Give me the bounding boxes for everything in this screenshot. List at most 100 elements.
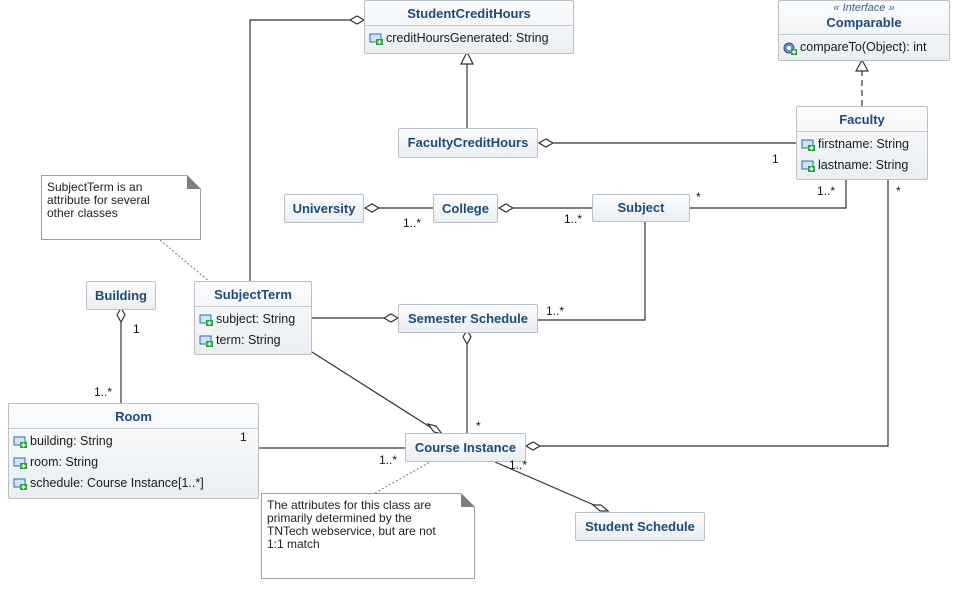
attribute-row[interactable]: firstname: String [801, 134, 923, 155]
attribute-icon [801, 138, 816, 151]
multiplicity-label: * [696, 190, 701, 204]
note-text: The attributes for this class are primar… [267, 498, 436, 551]
note-fold-corner [187, 175, 201, 189]
aggregation-diamond-courseinstance-top [426, 423, 444, 435]
class-faculty[interactable]: Faculty firstname: String lastname: Stri… [796, 106, 928, 180]
multiplicity-label: 1..* [817, 184, 836, 198]
attribute-icon [13, 456, 28, 469]
operation-text: compareTo(Object): int [800, 40, 927, 54]
interface-comparable[interactable]: « Interface » Comparable compareTo(Objec… [778, 0, 950, 61]
aggregation-diamond-facultycredithours [537, 138, 555, 148]
multiplicity-label: 1..* [509, 458, 528, 472]
note-course-instance[interactable]: The attributes for this class are primar… [261, 493, 475, 579]
connector-subjectterm-courseinstance [311, 351, 431, 428]
multiplicity-label: 1..* [546, 304, 565, 318]
class-student-schedule[interactable]: Student Schedule [575, 512, 705, 541]
operation-row[interactable]: compareTo(Object): int [783, 37, 945, 58]
class-attributes: firstname: String lastname: String [797, 132, 927, 178]
aggregation-diamond-building [116, 306, 126, 324]
class-student-credit-hours[interactable]: StudentCreditHours creditHoursGenerated:… [364, 0, 574, 54]
note-subject-term[interactable]: SubjectTerm is an attribute for several … [41, 175, 201, 240]
class-college[interactable]: College [433, 194, 498, 223]
class-header: SubjectTerm [195, 282, 311, 307]
aggregation-diamond-studentcredithours [348, 15, 366, 25]
stereotype-label: « Interface » [833, 2, 895, 14]
multiplicity-label: * [476, 419, 481, 433]
aggregation-diamond-college [497, 203, 515, 213]
class-name: University [292, 200, 356, 216]
operation-icon [783, 41, 798, 55]
class-header: Course Instance [406, 434, 525, 461]
class-attributes: creditHoursGenerated: String [365, 26, 573, 51]
attribute-text: subject: String [216, 312, 296, 326]
attribute-text: term: String [216, 333, 281, 347]
aggregation-diamond-university [363, 203, 381, 213]
class-subject[interactable]: Subject [592, 194, 690, 222]
class-name: Building [95, 287, 147, 303]
attribute-text: schedule: Course Instance[1..*] [30, 476, 204, 490]
attribute-row[interactable]: schedule: Course Instance[1..*] [13, 473, 254, 494]
class-operations: compareTo(Object): int [779, 35, 949, 60]
note-text: SubjectTerm is an attribute for several … [47, 180, 150, 220]
class-attributes: building: String room: String schedule: … [9, 429, 258, 496]
multiplicity-label: 1..* [564, 212, 583, 226]
class-university[interactable]: University [284, 194, 364, 223]
class-header: Building [87, 282, 155, 309]
class-header: Subject [593, 195, 689, 221]
multiplicity-label: 1..* [379, 453, 398, 467]
class-name: College [442, 200, 489, 216]
class-name: Comparable [826, 15, 902, 30]
class-name: Course Instance [414, 439, 517, 455]
attribute-icon [801, 159, 816, 172]
aggregation-diamond-semesterschedule [382, 313, 400, 323]
class-faculty-credit-hours[interactable]: FacultyCreditHours [398, 128, 538, 158]
attribute-row[interactable]: room: String [13, 452, 254, 473]
class-header: StudentCreditHours [365, 1, 573, 26]
attribute-row[interactable]: building: String [13, 431, 254, 452]
class-name: StudentCreditHours [407, 6, 531, 21]
attribute-row[interactable]: term: String [199, 330, 307, 351]
class-name: SubjectTerm [214, 287, 292, 302]
class-course-instance[interactable]: Course Instance [405, 433, 526, 462]
generalization-triangle-studentcredithours [460, 50, 474, 65]
class-name: Semester Schedule [408, 310, 528, 326]
note-anchor-subjectterm [159, 239, 211, 283]
multiplicity-label: 1..* [403, 216, 422, 230]
class-header: Student Schedule [576, 513, 704, 540]
attribute-text: firstname: String [818, 137, 910, 151]
attribute-row[interactable]: subject: String [199, 309, 307, 330]
attribute-text: lastname: String [818, 158, 909, 172]
connector-subject-semesterschedule [538, 220, 646, 321]
attribute-icon [369, 32, 384, 45]
class-name: FacultyCreditHours [407, 135, 529, 150]
class-attributes: subject: String term: String [195, 307, 311, 353]
attribute-row[interactable]: creditHoursGenerated: String [369, 28, 569, 49]
class-header: Faculty [797, 107, 927, 132]
class-room[interactable]: Room building: String room: String sched… [8, 403, 259, 499]
attribute-text: room: String [30, 455, 99, 469]
attribute-row[interactable]: lastname: String [801, 155, 923, 176]
multiplicity-label: 1 [133, 322, 140, 336]
multiplicity-label: 1..* [94, 385, 113, 399]
realization-triangle-comparable [854, 58, 870, 72]
class-header: Room [9, 404, 258, 429]
multiplicity-label: 1 [240, 430, 247, 444]
class-subject-term[interactable]: SubjectTerm subject: String term: String [194, 281, 312, 355]
attribute-icon [199, 313, 214, 326]
class-header: College [434, 195, 497, 222]
class-semester-schedule[interactable]: Semester Schedule [398, 304, 538, 333]
multiplicity-label: * [896, 184, 901, 198]
connector-courseinstance-studentschedule [494, 461, 595, 506]
class-header: FacultyCreditHours [399, 129, 537, 157]
class-building[interactable]: Building [86, 281, 156, 310]
aggregation-diamond-studentschedule [591, 504, 610, 512]
connector-faculty-courseinstance [540, 179, 889, 447]
note-anchor-courseinstance [374, 461, 431, 494]
attribute-icon [13, 477, 28, 490]
class-header: « Interface » Comparable [779, 1, 949, 35]
attribute-icon [13, 435, 28, 448]
multiplicity-label: 1 [772, 152, 779, 166]
attribute-icon [199, 334, 214, 347]
class-header: Semester Schedule [399, 305, 537, 332]
